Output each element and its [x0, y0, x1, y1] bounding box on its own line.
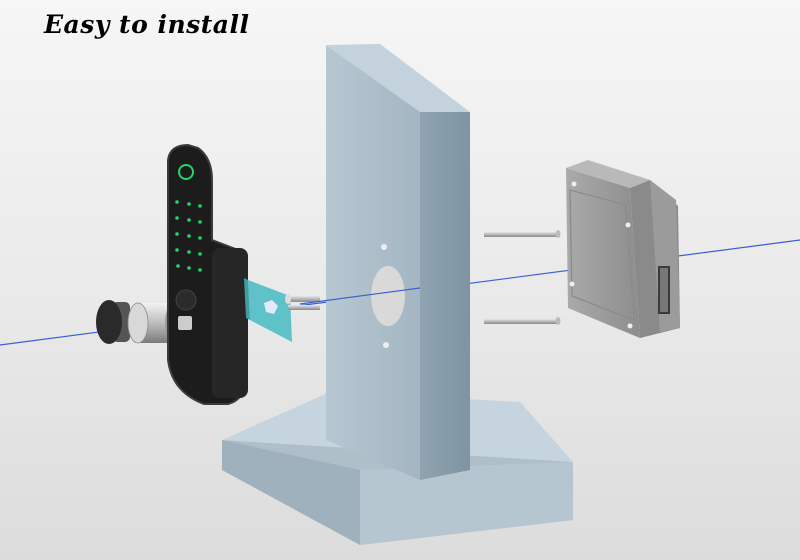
rear-lock-box [566, 160, 680, 338]
long-screw-bottom [484, 317, 561, 325]
caption-title: Easy to install [44, 10, 249, 39]
long-screw-top [484, 230, 561, 238]
mounting-plate [244, 278, 292, 342]
screw-hole-top [381, 244, 387, 250]
screw-hole-bottom [383, 342, 389, 348]
door-panel-block [326, 44, 470, 480]
thumb-knob [96, 300, 130, 344]
spindle-hole [371, 266, 405, 326]
smart-lock-panel [168, 145, 248, 404]
